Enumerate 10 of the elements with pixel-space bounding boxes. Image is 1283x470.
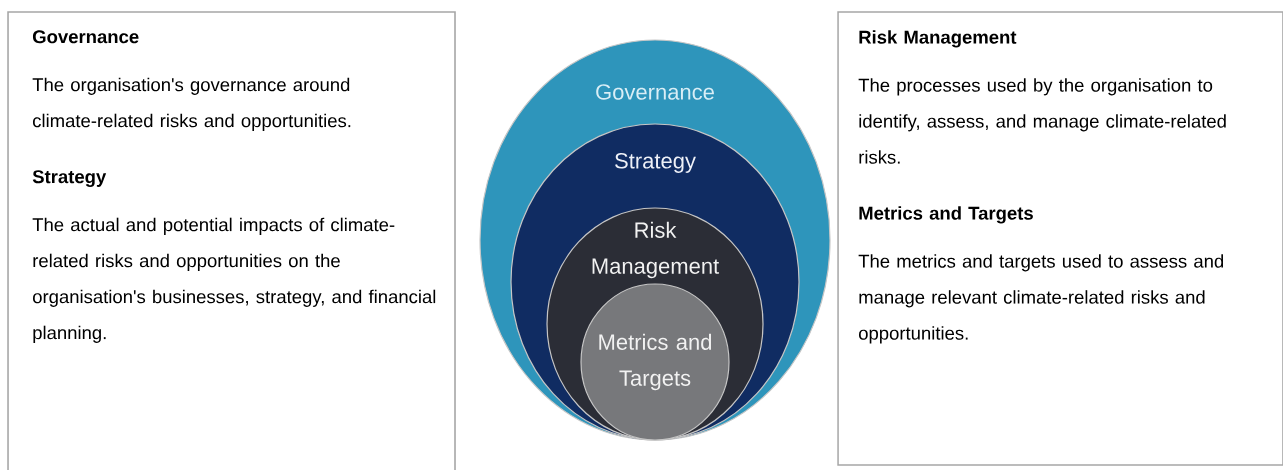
text-panel	[7, 11, 456, 470]
text-panel	[837, 11, 1283, 466]
heading: Governance	[32, 30, 139, 44]
description: The processes used by the organisation to identify, assess, and manage climate-related risks.	[858, 78, 1226, 164]
description: The metrics and targets used to assess and manage relevant climate-related risks and opportunities.	[858, 254, 1224, 344]
description: The actual and potential impacts of climate-related risks and opportunities on the organisation's businesses, strategy, and financial planning.	[32, 217, 436, 343]
heading: Risk Management	[859, 30, 1017, 48]
heading: Metrics and Targets	[859, 206, 1033, 224]
heading: Strategy	[32, 170, 107, 187]
description: The organisation's governance around climate-related risks and opportunities.	[32, 77, 351, 131]
